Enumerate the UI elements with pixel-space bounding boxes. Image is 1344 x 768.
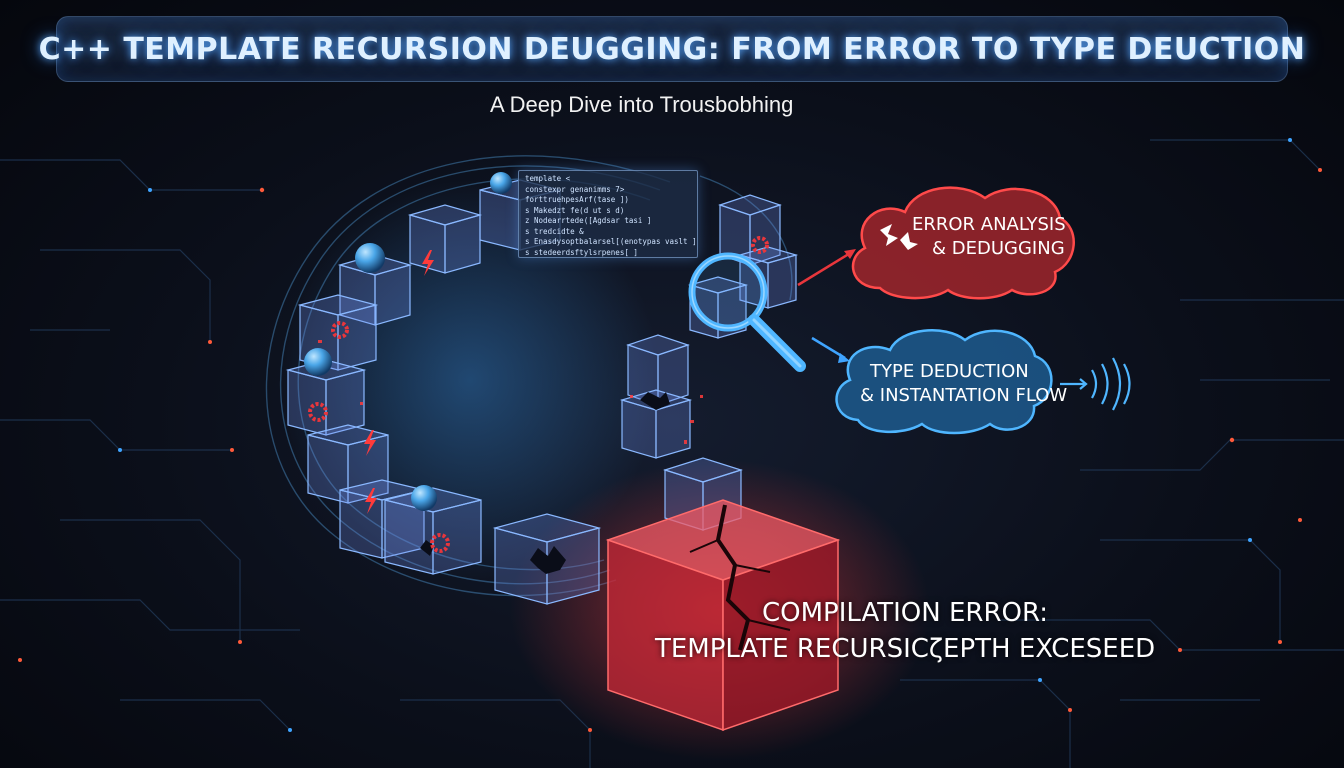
magnifier-icon[interactable] bbox=[688, 252, 806, 372]
compilation-error-cube bbox=[605, 499, 841, 732]
compilation-error-label: COMPILATION ERROR: bbox=[762, 598, 1049, 628]
error-analysis-line2: & DEDUGGING bbox=[932, 238, 1065, 259]
type-deduction-line1: TYPE DEDUCTION bbox=[870, 361, 1029, 382]
code-snippet-panel: template < constexpr genanimms 7> forttr… bbox=[518, 170, 698, 258]
type-deduction-cloud[interactable] bbox=[835, 329, 1053, 435]
code-line: s stedeerdsftylsrpenes[ ] bbox=[525, 247, 638, 257]
code-line: z Nodearrtede([Agdsar tasi ] bbox=[525, 216, 652, 225]
sphere-icon bbox=[304, 172, 512, 511]
code-line: s Enasdysoptbalarsel[(enotypas vaslt ] bbox=[525, 237, 697, 246]
gear-icon bbox=[308, 236, 769, 553]
code-line: template < bbox=[525, 174, 571, 183]
error-analysis-cloud[interactable] bbox=[851, 186, 1075, 300]
type-deduction-label: TYPE DEDUCTION & INSTANTATION FLOW bbox=[860, 360, 1067, 408]
arrow-icon bbox=[797, 249, 856, 363]
crack-icon bbox=[420, 392, 670, 574]
signal-waves-icon bbox=[1060, 357, 1131, 411]
code-line: s tredcidte & bbox=[525, 226, 584, 236]
error-analysis-line1: ERROR ANALYSIS bbox=[912, 214, 1066, 235]
type-deduction-line2: & INSTANTATION FLOW bbox=[860, 385, 1068, 406]
page-subtitle: A Deep Dive into Trousbobhing bbox=[490, 92, 794, 117]
code-line: s Makedzt fe(d ut s d) bbox=[525, 205, 625, 215]
code-line: constexpr genanimms 7> bbox=[525, 184, 625, 194]
title-banner: C++ TEMPLATE RECURSION DEUGGING: FROM ER… bbox=[39, 16, 1305, 82]
page-title: C++ TEMPLATE RECURSION DEUGGING: FROM ER… bbox=[38, 31, 1306, 67]
error-analysis-label: ERROR ANALYSIS & DEDUGGING bbox=[912, 213, 1066, 261]
lightning-icon bbox=[364, 250, 434, 514]
recursion-depth-label: TEMPLATE RECURSICζEPTH EXCESEED bbox=[655, 634, 1156, 664]
code-line: forttruehpesArf(tase ]) bbox=[525, 195, 629, 204]
